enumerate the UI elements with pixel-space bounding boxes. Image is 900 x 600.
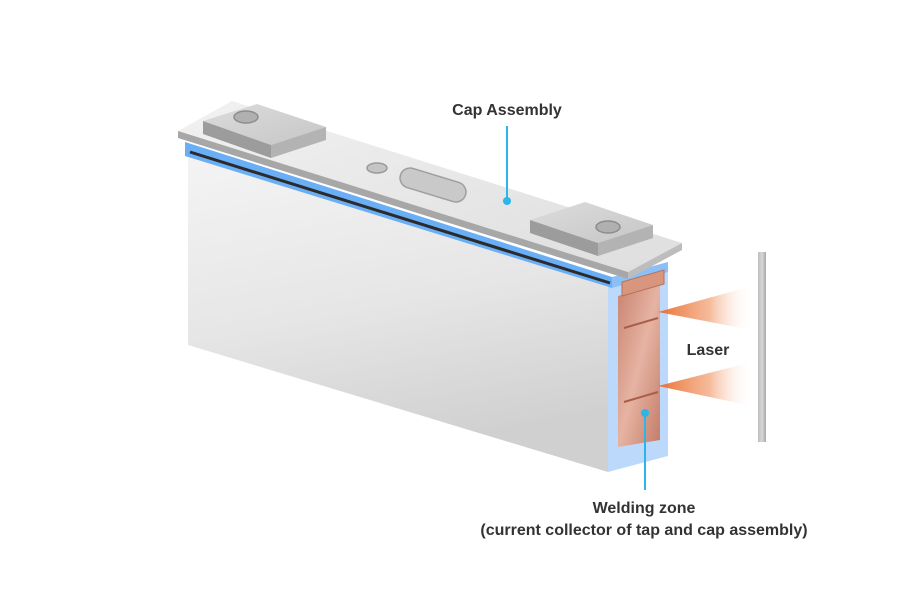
laser-source-bar — [758, 252, 766, 442]
copper-tab — [618, 284, 660, 447]
cell-front-face — [188, 152, 608, 472]
welding-zone-dot — [641, 409, 649, 417]
left-terminal-front — [203, 121, 271, 158]
fill-port-hole — [366, 162, 388, 174]
weld-line-upper — [623, 317, 659, 329]
copper-tab-top — [621, 269, 665, 297]
cap-plate-front — [178, 131, 628, 279]
right-terminal-side — [598, 225, 653, 256]
cell-top-edge — [189, 150, 611, 285]
weld-line-lower — [623, 391, 659, 403]
cap-plate-side — [628, 243, 682, 279]
right-terminal-hole — [595, 220, 621, 234]
cap-assembly-label: Cap Assembly — [452, 102, 562, 119]
right-terminal-top — [530, 202, 653, 243]
laser-beam-lower — [658, 362, 752, 406]
cap-assembly-dot — [503, 197, 511, 205]
welding-zone-sublabel: (current collector of tap and cap assemb… — [480, 522, 807, 539]
right-terminal-front — [530, 220, 598, 256]
left-terminal-top — [203, 104, 326, 145]
welding-zone-label: Welding zone — [593, 500, 696, 517]
laser-label: Laser — [687, 342, 730, 359]
left-terminal-side — [271, 127, 326, 158]
left-terminal-hole — [233, 110, 259, 124]
laser-beam-upper — [658, 286, 752, 330]
vent-slot — [399, 167, 467, 203]
